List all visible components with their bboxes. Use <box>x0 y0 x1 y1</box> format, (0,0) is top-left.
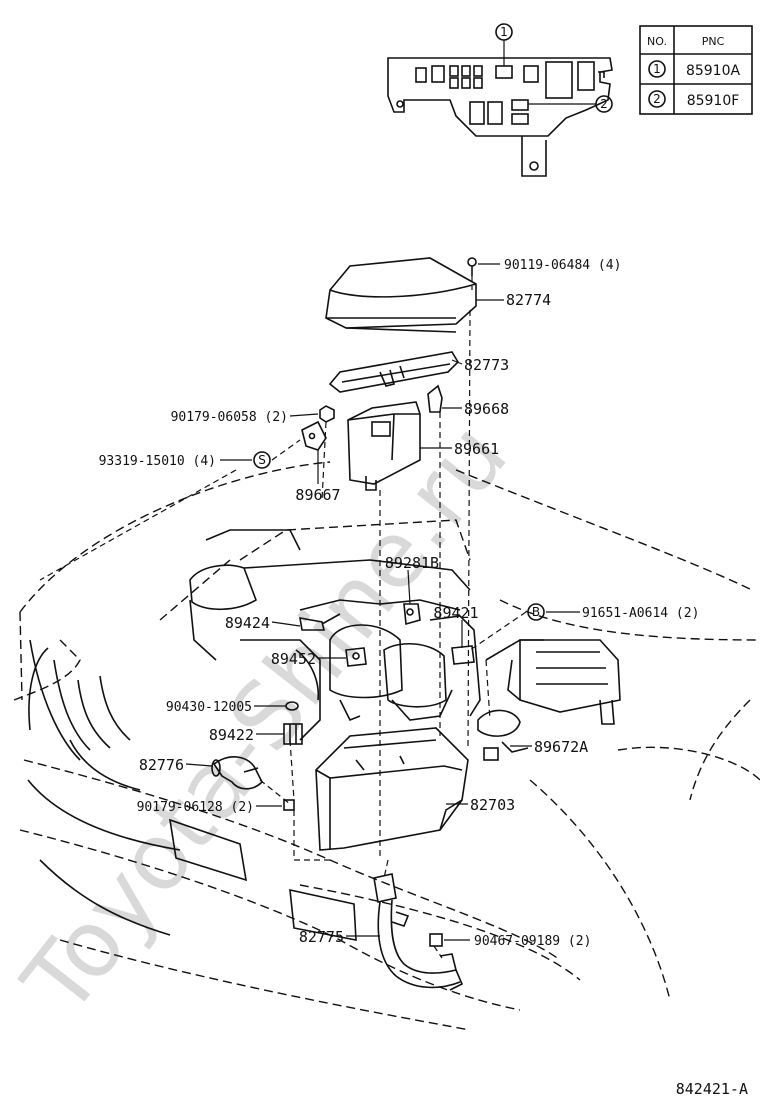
label-89661: 89661 <box>454 440 499 458</box>
assembly-guide-lines <box>39 276 527 959</box>
callout-2-text: 2 <box>600 97 608 111</box>
label-89452: 89452 <box>271 650 316 668</box>
valve-89672a <box>477 709 529 761</box>
relay-box-cover-82774 <box>325 257 477 333</box>
label-89281b: 89281B <box>385 554 439 572</box>
harness-82775 <box>373 873 464 991</box>
bracket-89668 <box>427 384 443 413</box>
table-row-2-no: 2 <box>653 92 661 106</box>
label-90119: 90119-06484 (4) <box>504 258 621 273</box>
table-row-2-pnc: 85910F <box>687 93 740 109</box>
label-93319: 93319-15010 (4) <box>99 454 216 469</box>
callout-1-text: 1 <box>500 25 508 39</box>
label-82773: 82773 <box>464 356 509 374</box>
nut-small-icon <box>283 799 295 811</box>
label-89422: 89422 <box>209 726 254 744</box>
label-82775: 82775 <box>299 928 344 946</box>
label-89667: 89667 <box>295 486 340 504</box>
callout-s-text: S <box>258 453 266 467</box>
relay-box-82703 <box>315 727 469 851</box>
engine-block <box>189 529 621 741</box>
table-header-pnc: PNC <box>702 35 725 48</box>
diagram-code: 842421-A <box>676 1080 748 1098</box>
label-89668: 89668 <box>464 400 509 418</box>
label-90179-06058: 90179-06058 (2) <box>171 410 288 425</box>
sensor-89281b <box>403 603 421 626</box>
callout-b-marker: B <box>527 603 545 621</box>
callout-s-marker: S <box>253 451 271 469</box>
vehicle-outline <box>13 461 760 1031</box>
table-row-1-pnc: 85910A <box>686 63 741 79</box>
sensor-89452 <box>345 647 367 667</box>
sensor-89421 <box>451 645 475 665</box>
clip-icon <box>429 933 443 947</box>
label-82703: 82703 <box>470 796 515 814</box>
label-90467: 90467-09189 (2) <box>474 934 591 949</box>
bracket-89667 <box>301 420 327 451</box>
label-90430: 90430-12005 <box>166 700 252 715</box>
label-82776: 82776 <box>139 756 184 774</box>
label-82774: 82774 <box>506 291 551 309</box>
leader-lines <box>185 263 580 941</box>
label-89424: 89424 <box>225 614 270 632</box>
pnc-table: NO. PNC 1 85910A 2 85910F <box>639 25 753 115</box>
label-89672a: 89672A <box>534 738 588 756</box>
table-row-1-no: 1 <box>653 62 661 76</box>
callout-2-marker: 2 <box>595 95 613 113</box>
table-header-no: NO. <box>647 35 667 48</box>
callout-b-text: B <box>532 605 540 619</box>
bolt-icon <box>467 257 477 276</box>
front-bumper <box>27 639 357 941</box>
relay-block-icon <box>387 57 613 177</box>
ecu-unit-icon <box>347 401 421 491</box>
label-89421: 89421 <box>433 604 478 622</box>
sensor-89424 <box>299 613 341 631</box>
label-90179-06128: 90179-06128 (2) <box>137 800 254 815</box>
nut-icon <box>319 405 335 423</box>
callout-1-marker: 1 <box>495 23 513 41</box>
label-91651: 91651-A0614 (2) <box>582 606 699 621</box>
